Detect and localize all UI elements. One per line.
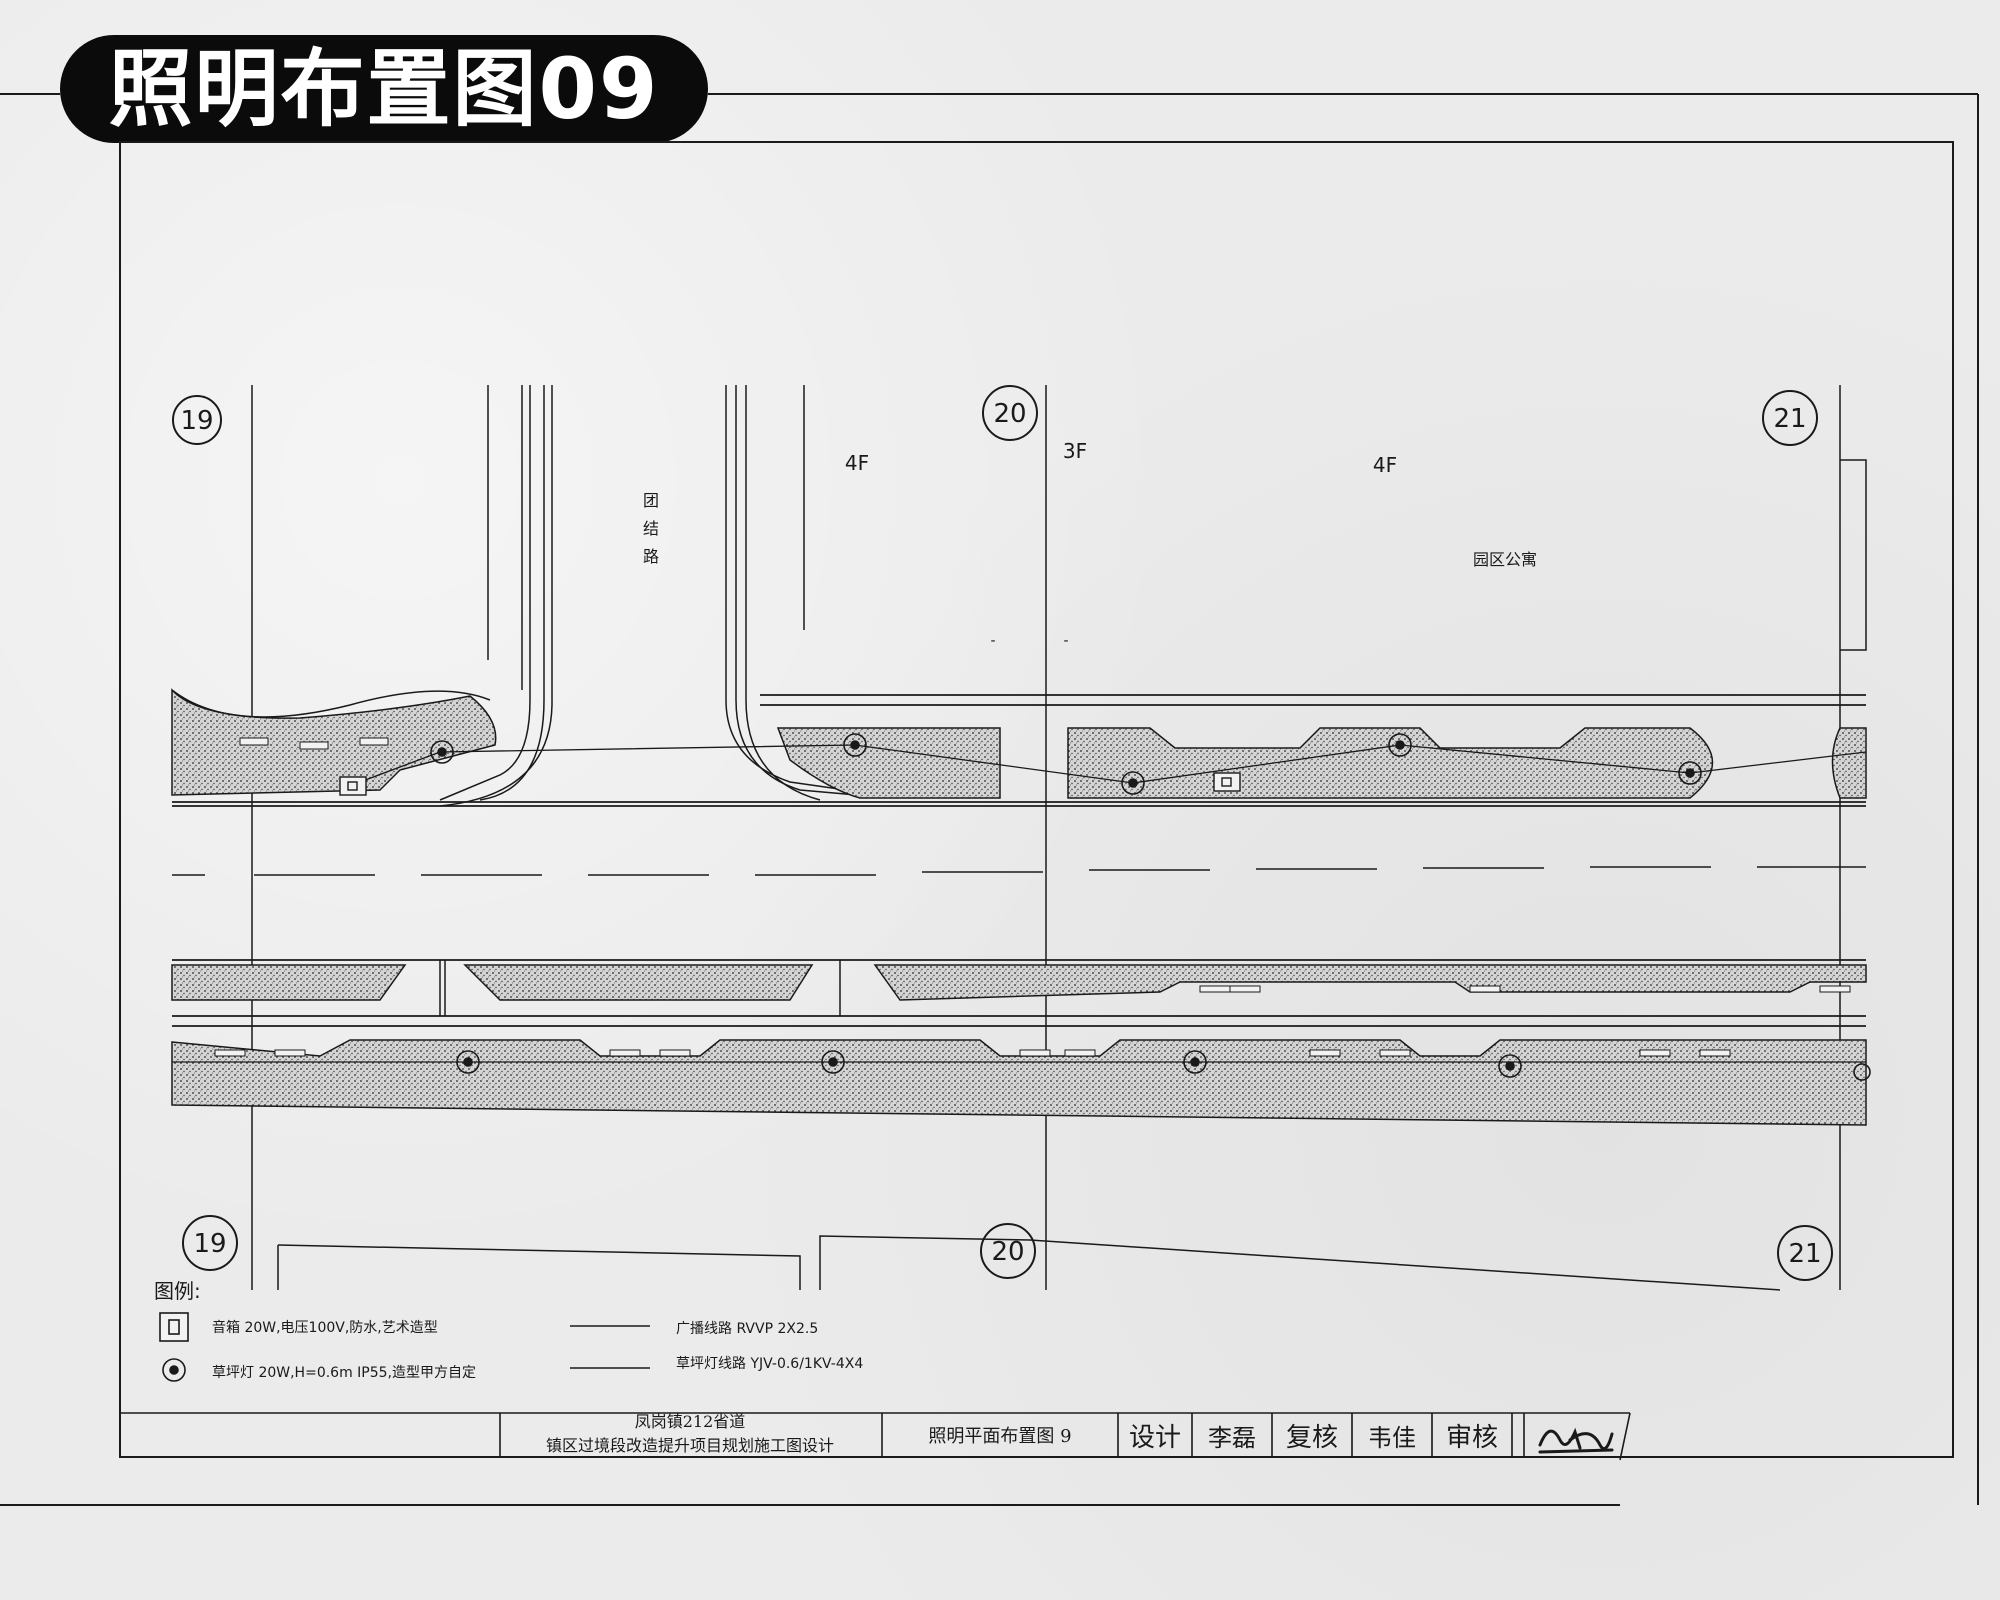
side-road-edges xyxy=(439,385,869,807)
road-centerline xyxy=(172,866,1866,876)
lawn-lamp-icon xyxy=(843,733,867,757)
road-name-char-1: 团 xyxy=(643,491,659,510)
road-edge-lines xyxy=(172,694,1866,1027)
floor-label-c: 4F xyxy=(1373,453,1397,477)
grid-label-21-top: 21 xyxy=(1773,404,1806,434)
mark-b: - xyxy=(1063,633,1068,649)
lawn-lamp-icon xyxy=(456,1050,480,1074)
lawn-lamps-north xyxy=(430,733,1702,795)
speakers xyxy=(339,772,1241,796)
speaker-icon xyxy=(1213,772,1241,792)
lawn-lamp-icon xyxy=(1678,761,1702,785)
lawn-lamp-icon xyxy=(1853,1063,1871,1081)
project-line-1: 凤岗镇212省道 xyxy=(635,1412,746,1431)
sheet-frame xyxy=(0,93,1979,1506)
legend: 图例: 音箱 20W,电压100V,防水,艺术造型 草坪灯 20W,H=0.6m… xyxy=(154,1279,863,1382)
speaker-icon xyxy=(159,1312,189,1342)
lawn-lamps-south xyxy=(456,1050,1871,1081)
lawn-lamp-icon xyxy=(1183,1050,1207,1074)
cell-design: 设计 xyxy=(1129,1423,1181,1453)
lawn-lamp-icon xyxy=(1121,771,1145,795)
north-belt-outline xyxy=(171,689,491,718)
page-title: 照明布置图09 xyxy=(60,35,708,143)
floor-label-a: 4F xyxy=(845,451,869,475)
grid-label-20-bottom: 20 xyxy=(991,1237,1024,1267)
grid-axes xyxy=(251,385,1841,1290)
mark-a: - xyxy=(990,633,995,649)
grid-label-19-bottom: 19 xyxy=(193,1229,226,1259)
lawn-lamp-icon xyxy=(821,1050,845,1074)
project-line-2: 镇区过境段改造提升项目规划施工图设计 xyxy=(546,1436,834,1455)
north-planting-belts xyxy=(171,688,1867,799)
grid-label-19-top: 19 xyxy=(180,406,213,436)
legend-broadcast-line: 广播线路 RVVP 2X2.5 xyxy=(676,1321,818,1337)
drawing-name: 照明平面布置图 9 xyxy=(928,1426,1071,1447)
cell-reviewer-name: 韦佳 xyxy=(1368,1424,1416,1452)
building-outlines xyxy=(277,459,1867,1291)
road-name-char-3: 路 xyxy=(643,547,659,566)
lawn-lamp-icon xyxy=(162,1358,186,1382)
lawn-lamp-icon xyxy=(1498,1054,1522,1078)
curb-markers xyxy=(214,737,1851,1057)
grid-label-20-top: 20 xyxy=(993,399,1026,429)
legend-title: 图例: xyxy=(154,1279,201,1303)
legend-lamp-line: 草坪灯线路 YJV-0.6/1KV-4X4 xyxy=(676,1356,863,1372)
south-planting-belts xyxy=(171,964,1867,1126)
grid-label-21-bottom: 21 xyxy=(1788,1239,1821,1269)
floor-label-b: 3F xyxy=(1063,439,1087,463)
legend-speaker-text: 音箱 20W,电压100V,防水,艺术造型 xyxy=(212,1319,438,1336)
road-name-char-2: 结 xyxy=(643,519,659,538)
lawn-lamp-icon xyxy=(1388,733,1412,757)
title-block: 凤岗镇212省道 镇区过境段改造提升项目规划施工图设计 照明平面布置图 9 设计… xyxy=(120,1412,1631,1461)
lawn-lamp-icon xyxy=(430,740,454,764)
cell-approve: 审核 xyxy=(1446,1423,1498,1453)
cell-designer-name: 李磊 xyxy=(1208,1424,1256,1452)
grid-bubbles xyxy=(172,385,1833,1281)
building-name: 园区公寓 xyxy=(1473,550,1537,569)
median-dividers xyxy=(439,960,841,1016)
approver-signature xyxy=(1538,1427,1614,1454)
drawing-labels: 19 20 21 19 20 21 4F 3F 4F 团 结 路 园区公寓 - … xyxy=(180,399,1821,1269)
cell-review: 复核 xyxy=(1286,1423,1338,1453)
legend-lamp-text: 草坪灯 20W,H=0.6m IP55,造型甲方自定 xyxy=(212,1365,476,1381)
speaker-icon xyxy=(339,776,367,796)
